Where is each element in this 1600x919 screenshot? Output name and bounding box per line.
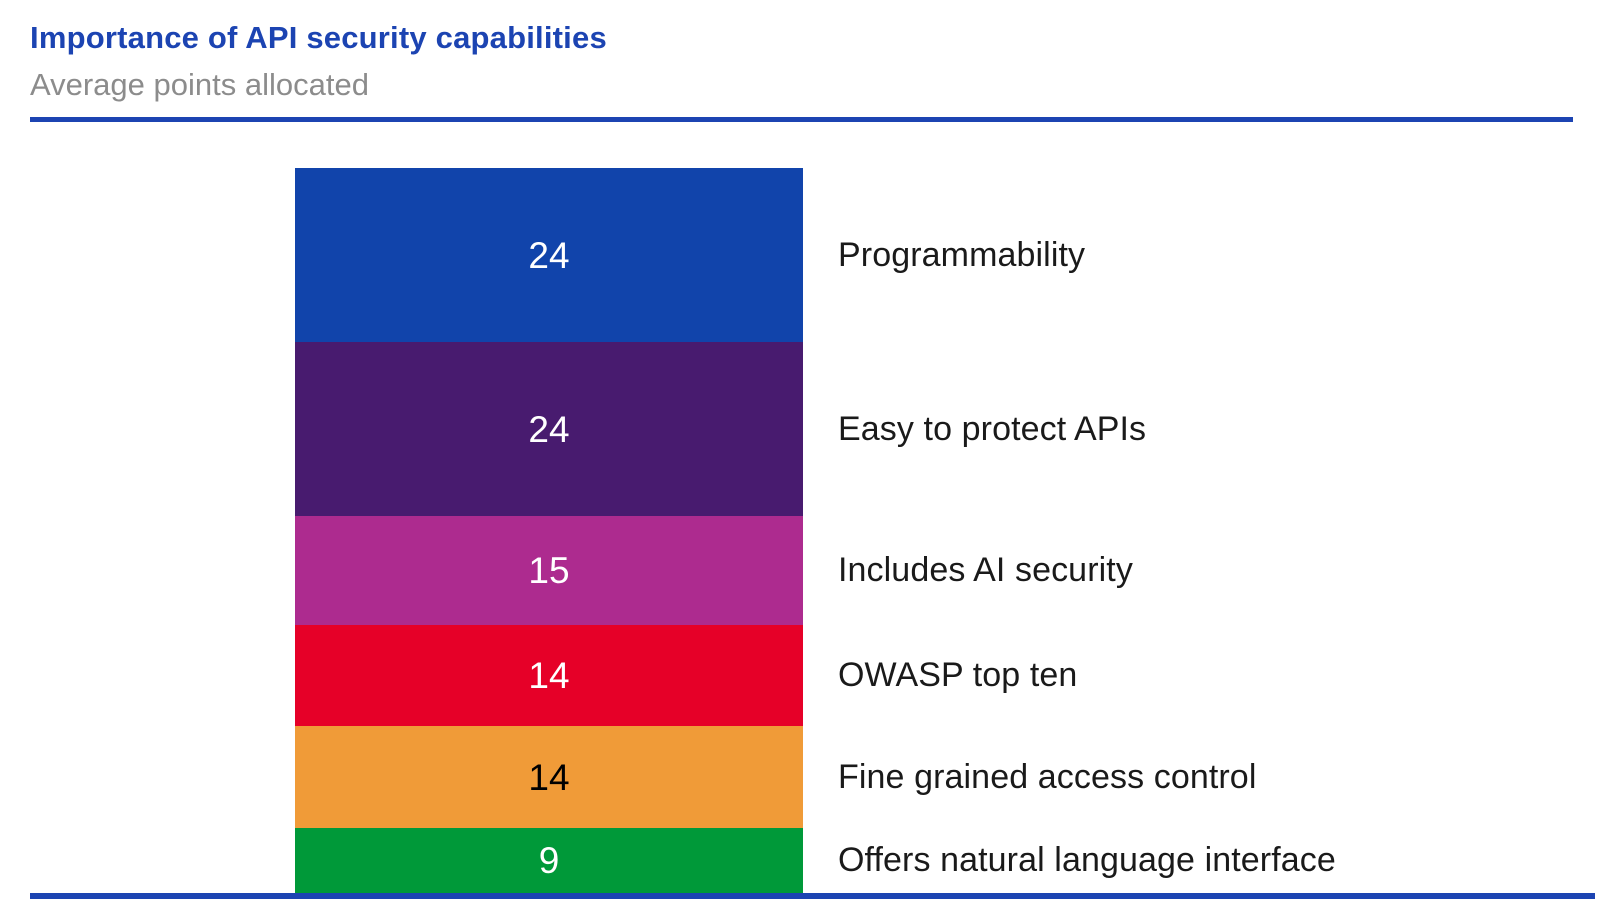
label-row: Includes AI security	[838, 516, 1558, 625]
segment-label-fine-grained-access-control: Fine grained access control	[838, 757, 1257, 796]
segment-value: 15	[528, 549, 570, 591]
label-row: OWASP top ten	[838, 625, 1558, 727]
segment-label-offers-natural-language-interface: Offers natural language interface	[838, 840, 1336, 879]
chart-subtitle: Average points allocated	[30, 66, 369, 102]
top-divider-rule	[30, 117, 1573, 122]
segment-labels-column: Programmability Easy to protect APIs Inc…	[838, 168, 1558, 893]
bar-segment-fine-grained-access-control: 14	[295, 726, 803, 828]
segment-value: 14	[528, 655, 570, 696]
segment-value: 9	[538, 839, 560, 881]
segment-label-owasp-top-ten: OWASP top ten	[838, 656, 1078, 694]
stacked-bar: 24 24 15 14 14 9	[295, 168, 803, 893]
label-row: Programmability	[838, 168, 1558, 342]
bar-segment-easy-to-protect-apis: 24	[295, 342, 803, 516]
segment-value: 14	[528, 756, 570, 798]
bar-segment-offers-natural-language-interface: 9	[295, 827, 803, 893]
bar-segment-programmability: 24	[295, 168, 803, 342]
segment-label-programmability: Programmability	[838, 235, 1086, 274]
segment-value: 24	[528, 408, 570, 450]
bar-segment-owasp-top-ten: 14	[295, 624, 803, 727]
bar-segment-includes-ai-security: 15	[295, 516, 803, 625]
label-row: Offers natural language interface	[838, 828, 1558, 893]
stacked-bar-chart: 24 24 15 14 14 9 Programmability Ea	[295, 168, 1558, 893]
segment-label-includes-ai-security: Includes AI security	[838, 550, 1133, 589]
segment-value: 24	[528, 234, 570, 276]
label-row: Fine grained access control	[838, 726, 1558, 828]
chart-header: Importance of API security capabilities …	[0, 0, 1600, 102]
chart-title: Importance of API security capabilities	[30, 20, 607, 55]
label-row: Easy to protect APIs	[838, 342, 1558, 516]
bottom-divider-rule	[30, 893, 1595, 899]
segment-label-easy-to-protect-apis: Easy to protect APIs	[838, 409, 1147, 448]
